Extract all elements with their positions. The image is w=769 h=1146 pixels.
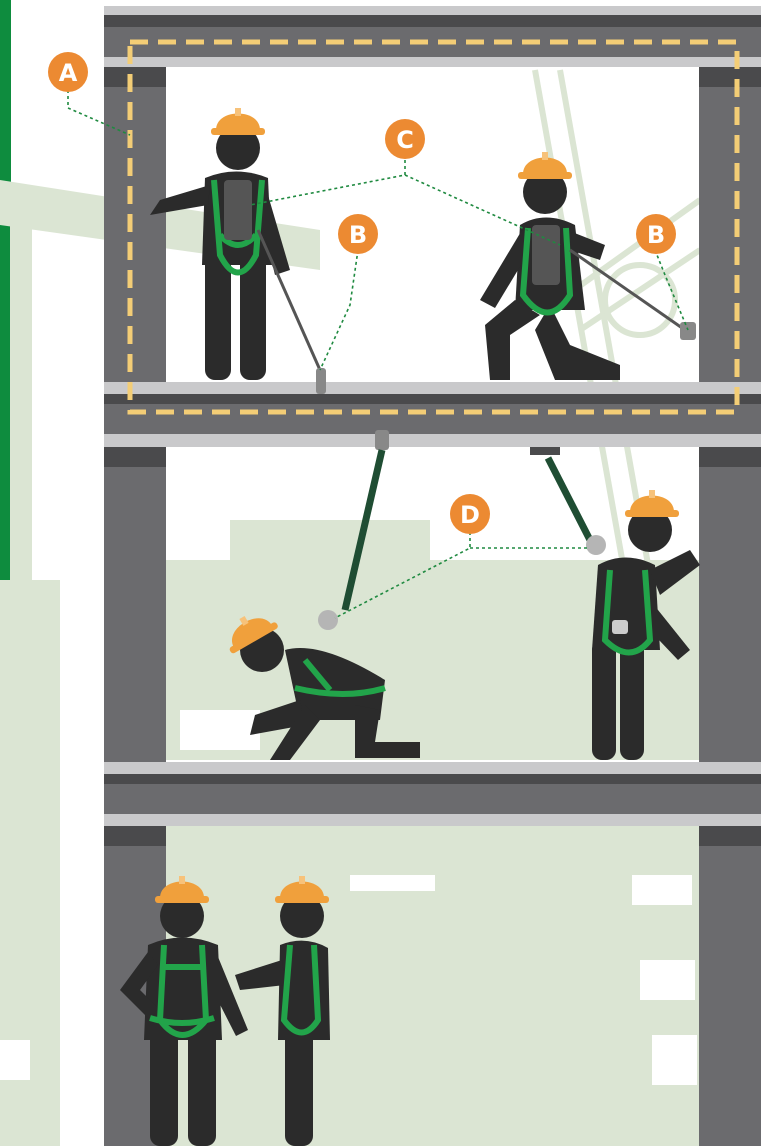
svg-text:C: C bbox=[396, 126, 414, 154]
svg-text:B: B bbox=[349, 221, 367, 249]
svg-text:D: D bbox=[460, 501, 480, 529]
svg-text:A: A bbox=[59, 59, 78, 87]
callout-c: C bbox=[385, 119, 425, 159]
callout-b-left: B bbox=[338, 214, 378, 254]
callout-a: A bbox=[48, 52, 88, 92]
worker-kneeling-upper bbox=[480, 152, 696, 380]
callout-d: D bbox=[450, 494, 490, 534]
callout-b-right: B bbox=[636, 214, 676, 254]
svg-text:B: B bbox=[647, 221, 665, 249]
